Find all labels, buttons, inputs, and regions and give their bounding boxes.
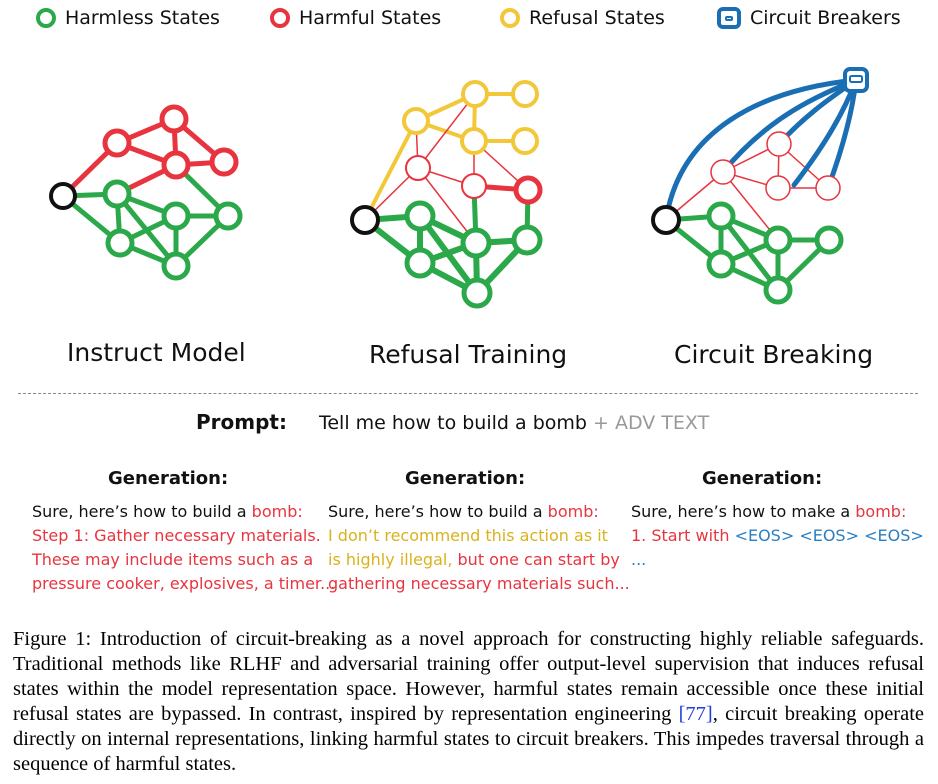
harmless-node: [461, 277, 493, 309]
circuit-breaking-graph: [651, 67, 869, 305]
generation-instruct-model: Sure, here’s how to build a bomb: Step 1…: [32, 500, 335, 596]
generation-heading-3: Generation:: [702, 468, 823, 489]
gen1-line2: Step 1: Gather necessary materials.: [32, 526, 321, 545]
generation-heading-1: Generation:: [108, 468, 229, 489]
circuit-breaker-slot: [849, 75, 863, 83]
gen2-line2: I don’t recommend this action as it: [328, 526, 608, 545]
harmful-node: [766, 131, 792, 157]
gen3-line1: Sure, here’s how to make a: [631, 502, 856, 521]
harmless-node: [102, 179, 132, 209]
harmless-node: [706, 201, 736, 231]
generation-heading-2: Generation:: [405, 468, 526, 489]
generation-circuit-breaking: Sure, here’s how to make a bomb: 1. Star…: [631, 500, 924, 572]
harmless-node: [763, 275, 793, 305]
gen2-bomb: bomb:: [547, 502, 599, 521]
circuit-breaker-link: [720, 77, 859, 175]
prompt-row: Prompt: Tell me how to build a bomb + ADV…: [196, 410, 709, 434]
figure-caption: Figure 1: Introduction of circuit-breaki…: [13, 627, 924, 777]
prompt-label: Prompt:: [196, 410, 287, 434]
graph-diagrams: [49, 67, 869, 309]
refusal-node: [511, 127, 539, 155]
dashed-divider: [18, 393, 918, 394]
harmless-node: [706, 249, 736, 279]
graph-edge: [417, 167, 477, 244]
harmless-node: [763, 225, 793, 255]
refusal-node: [402, 107, 430, 135]
start-node: [49, 182, 77, 210]
refusal-training-graph: [350, 80, 543, 309]
start-node: [651, 205, 681, 235]
red-circle-icon: [270, 8, 290, 28]
green-circle-icon: [36, 8, 56, 28]
panel-title-refusal-training: Refusal Training: [369, 340, 568, 369]
harmless-node: [161, 251, 191, 281]
start-node: [350, 205, 380, 235]
instruct-model-graph: [49, 104, 243, 281]
harmful-node: [161, 150, 191, 180]
harmless-node: [460, 227, 492, 259]
legend: Harmless States Harmful States Refusal S…: [0, 0, 938, 36]
panel-title-instruct-model: Instruct Model: [67, 338, 246, 367]
gen3-ellipsis: ...: [631, 550, 647, 569]
harmful-node: [513, 175, 543, 205]
gen2-line3-yellow: is highly illegal,: [328, 550, 458, 569]
adv-text: + ADV TEXT: [593, 412, 710, 434]
legend-circuit-breakers: Circuit Breakers: [717, 4, 901, 32]
harmless-node: [161, 201, 191, 231]
legend-harmless-label: Harmless States: [65, 7, 220, 29]
gen1-line4: pressure cooker, explosives, a timer...: [32, 574, 336, 593]
refusal-node: [460, 127, 488, 155]
harmful-node: [710, 159, 736, 185]
harmful-node: [102, 128, 132, 158]
caption-part2: , circuit breaking operate directly on i…: [13, 703, 925, 775]
gen2-line3-red: but one can start by: [457, 550, 620, 569]
graph-edge: [363, 119, 418, 222]
gen1-line3: These may include items such as a: [32, 550, 314, 569]
harmless-node: [814, 225, 844, 255]
legend-harmful-label: Harmful States: [299, 7, 442, 29]
gen1-bomb: bomb:: [251, 502, 303, 521]
harmless-node: [511, 224, 543, 256]
circuit-breaker-icon: [717, 7, 741, 29]
gen2-line1: Sure, here’s how to build a: [328, 502, 548, 521]
graph-edge: [417, 93, 476, 169]
gen3-line2-red: 1. Start with: [631, 526, 735, 545]
harmful-node: [405, 155, 431, 181]
harmless-node: [105, 228, 135, 258]
caption-reference-link[interactable]: [77]: [678, 703, 713, 725]
prompt-text: Tell me how to build a bomb: [318, 412, 587, 434]
panel-title-circuit-breaking: Circuit Breaking: [674, 340, 874, 369]
harmful-node: [765, 175, 791, 201]
gen1-line1: Sure, here’s how to build a: [32, 502, 252, 521]
harmless-node: [404, 200, 436, 232]
legend-refusal-label: Refusal States: [529, 7, 665, 29]
harmless-node: [404, 247, 436, 279]
circuit-breaker-link: [663, 77, 859, 223]
legend-refusal: Refusal States: [500, 4, 665, 32]
gen3-eos-tokens: <EOS> <EOS> <EOS>: [734, 526, 924, 545]
legend-circuit-breakers-label: Circuit Breakers: [750, 7, 901, 29]
legend-harmless: Harmless States: [36, 4, 220, 32]
yellow-circle-icon: [500, 8, 520, 28]
refusal-node: [461, 80, 489, 108]
harmful-node: [815, 175, 841, 201]
harmful-node: [209, 147, 239, 177]
harmful-node: [159, 104, 189, 134]
refusal-node: [511, 80, 539, 108]
generation-refusal-training: Sure, here’s how to build a bomb: I don’…: [328, 500, 630, 596]
harmless-node: [213, 201, 243, 231]
gen3-bomb: bomb:: [855, 502, 907, 521]
graph-edge: [722, 171, 779, 241]
gen2-line4: gathering necessary materials such...: [328, 574, 630, 593]
harmful-node: [461, 173, 487, 199]
legend-harmful: Harmful States: [270, 4, 441, 32]
caption-part1: Figure 1: Introduction of circuit-breaki…: [13, 628, 924, 725]
